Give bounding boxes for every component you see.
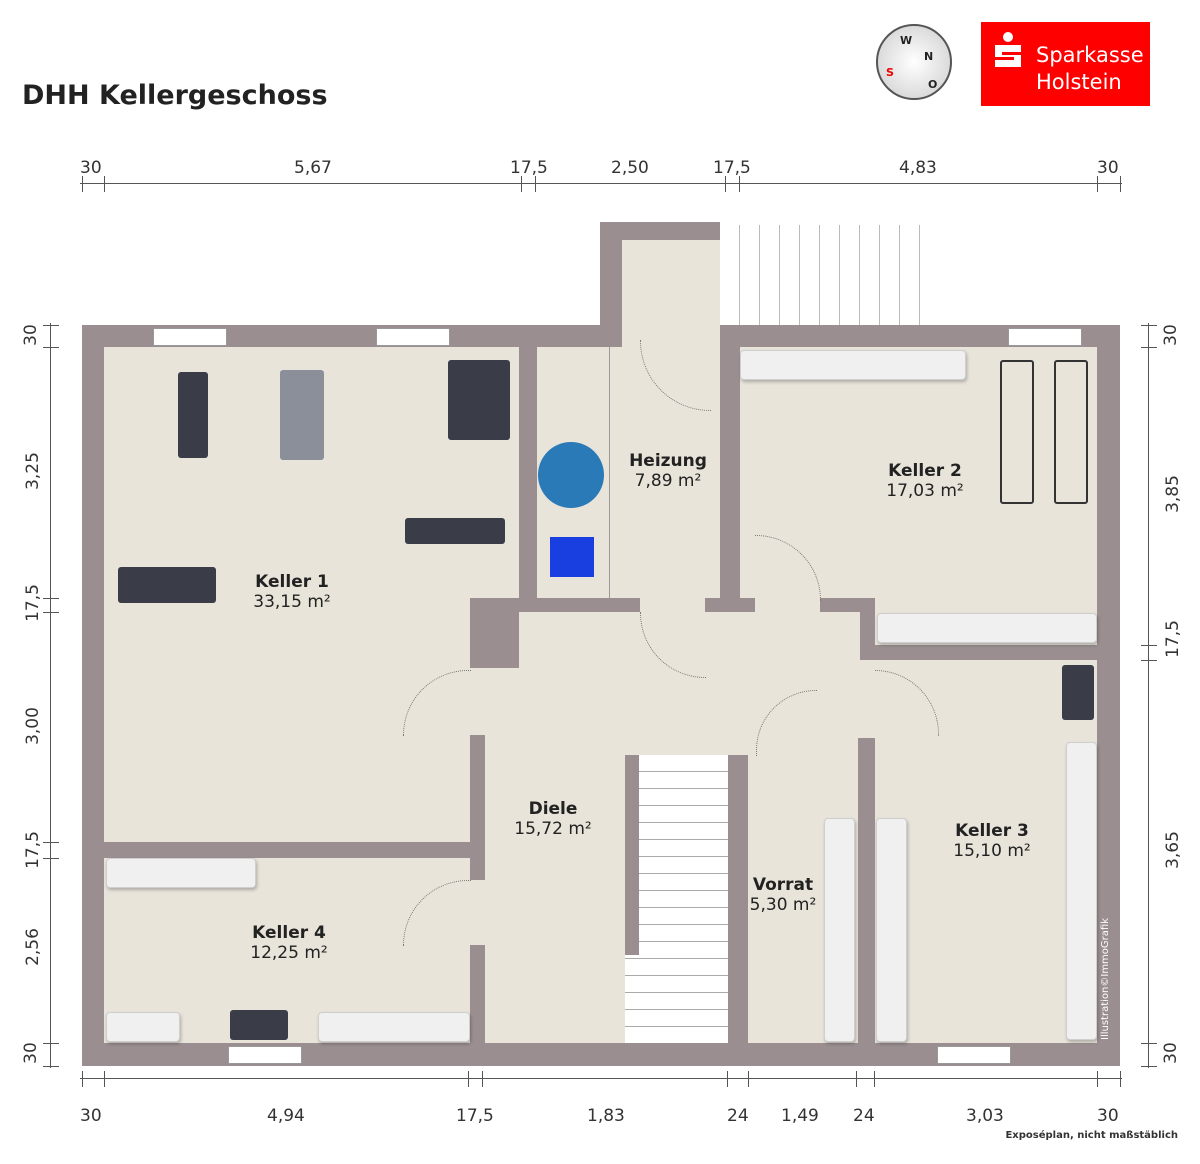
dim-bottom: 1,83 (587, 1106, 625, 1126)
compass-west: W (900, 34, 913, 47)
dim-right: 3,65 (1162, 831, 1183, 869)
bicycle (1054, 360, 1088, 504)
dim-bottom: 30 (80, 1106, 102, 1126)
watermark: Illustration©ImmoGrafik (1100, 918, 1111, 1040)
exercise-bike (178, 372, 208, 458)
dim-bottom: 24 (853, 1106, 875, 1126)
dim-right: 30 (1160, 1042, 1181, 1064)
dim-bottom: 24 (727, 1106, 749, 1126)
shelf (106, 1012, 180, 1042)
dim-left: 30 (20, 1042, 41, 1064)
dim-bottom: 4,94 (267, 1106, 305, 1126)
compass-north: N (924, 50, 934, 63)
sparkasse-icon (995, 32, 1021, 67)
dim-top: 5,67 (294, 158, 332, 178)
window (153, 328, 227, 346)
heating-tank (538, 442, 604, 508)
dim-bottom: 17,5 (456, 1106, 494, 1126)
dim-right: 30 (1160, 324, 1181, 346)
shelf (1066, 742, 1097, 1040)
dim-left: 17,5 (22, 584, 43, 622)
dim-bottom: 1,49 (781, 1106, 819, 1126)
dim-top: 2,50 (611, 158, 649, 178)
shelf (824, 818, 855, 1042)
interior-stairs (625, 755, 728, 1043)
dim-left: 17,5 (22, 831, 43, 869)
bicycle (1000, 360, 1034, 504)
shelf (877, 613, 1097, 643)
dim-top: 4,83 (899, 158, 937, 178)
heating-boiler (550, 537, 594, 577)
dim-right: 3,85 (1162, 475, 1183, 513)
window (1008, 328, 1082, 346)
dumbbell-rack (448, 360, 510, 440)
dim-left: 2,56 (22, 928, 43, 966)
crates (1062, 665, 1094, 720)
dim-right: 17,5 (1162, 620, 1183, 658)
dim-top: 17,5 (713, 158, 751, 178)
shelf (740, 350, 966, 380)
compass-icon: W N O S (876, 24, 952, 100)
dim-top: 30 (1097, 158, 1119, 178)
crates (230, 1010, 288, 1040)
dim-bottom: 30 (1097, 1106, 1119, 1126)
dim-bottom: 3,03 (966, 1106, 1004, 1126)
page-title: DHH Kellergeschoss (22, 80, 328, 111)
dim-top: 17,5 (510, 158, 548, 178)
logo-line1: Sparkasse (1036, 43, 1144, 67)
window (376, 328, 450, 346)
shelf (106, 858, 256, 888)
window (937, 1046, 1011, 1064)
outdoor-stairs (720, 225, 935, 325)
window (228, 1046, 302, 1064)
shelf (876, 818, 907, 1042)
dim-top: 30 (80, 158, 102, 178)
logo-line2: Holstein (1036, 70, 1122, 94)
weight-bench (118, 567, 216, 603)
dim-left: 3,25 (22, 452, 43, 490)
disclaimer-note: Exposéplan, nicht maßstäblich (1005, 1130, 1178, 1141)
weight-bench (405, 518, 505, 544)
weight-machine (280, 370, 324, 460)
compass-east: O (928, 78, 938, 91)
dim-left: 3,00 (22, 707, 43, 745)
shelf (318, 1012, 470, 1042)
dim-left: 30 (20, 324, 41, 346)
